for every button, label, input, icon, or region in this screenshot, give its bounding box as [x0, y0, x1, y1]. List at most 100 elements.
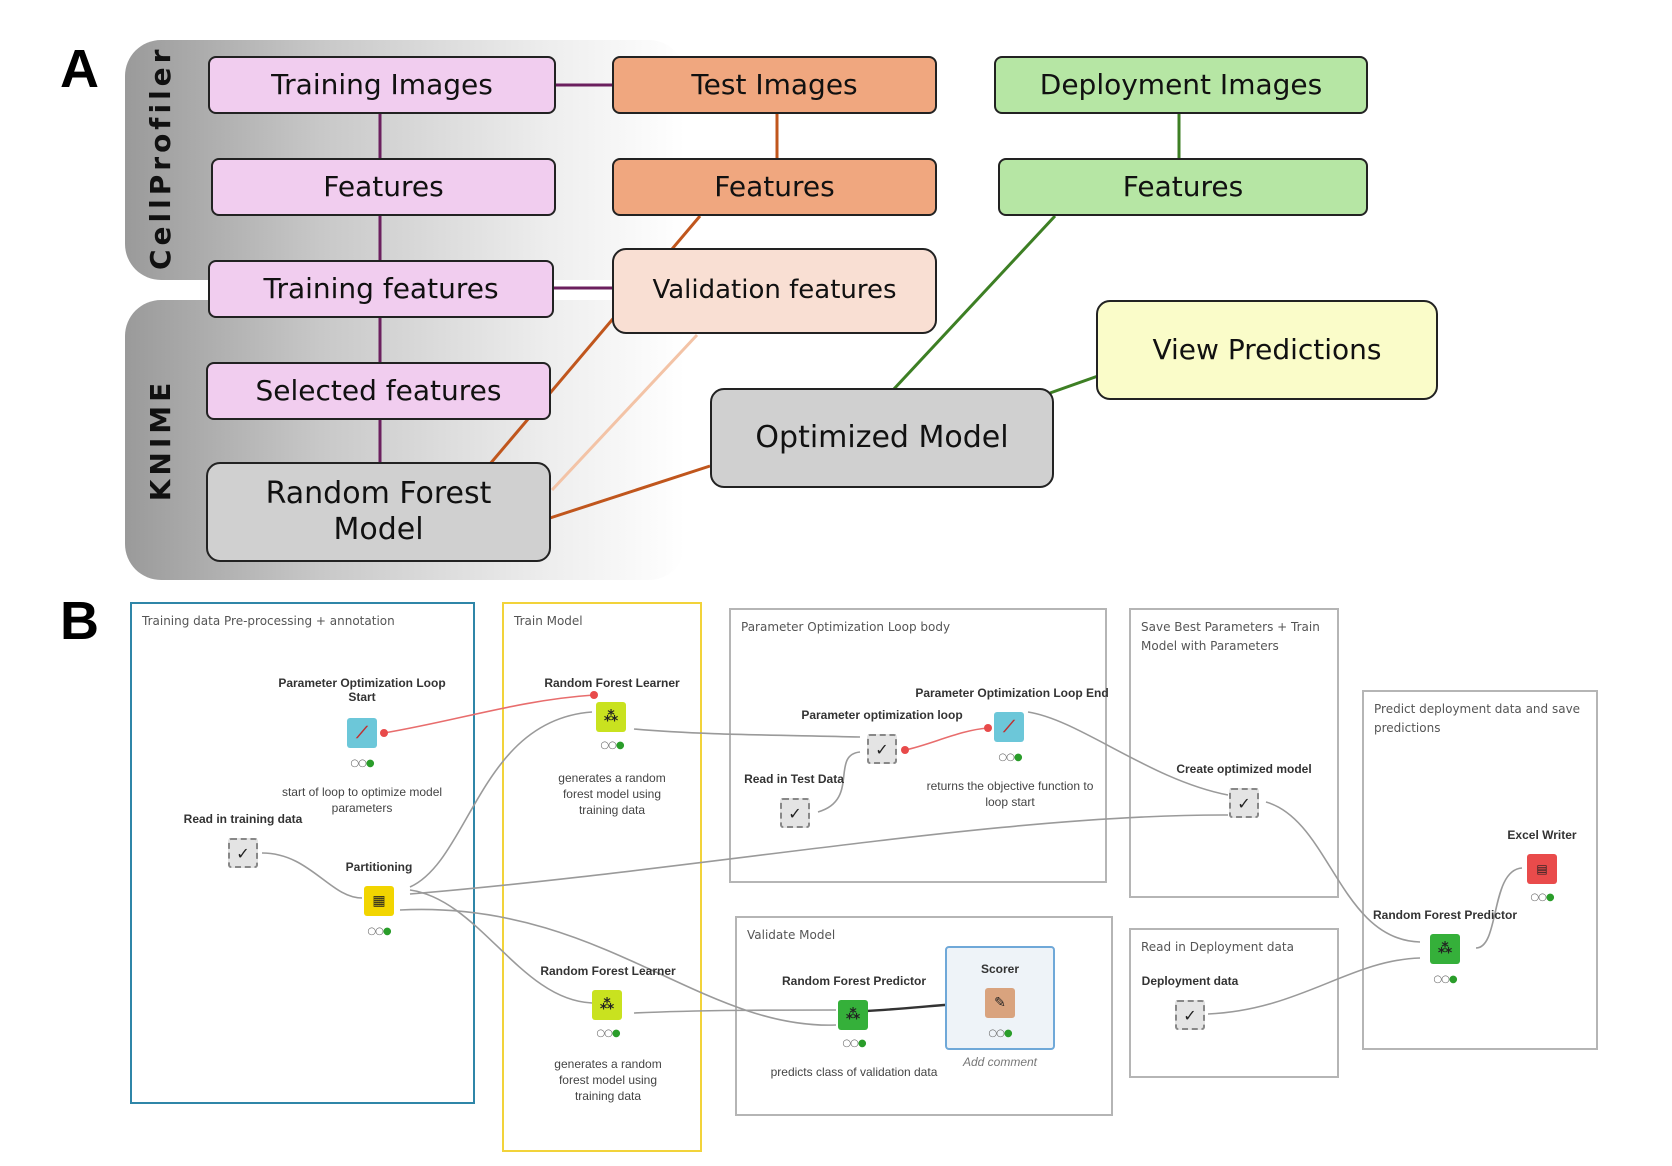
variable-loop-start-to-learner [383, 694, 595, 734]
node-comment-rf-learner-top: generates a random forest model using tr… [558, 771, 666, 818]
deployment-images-box: Deployment Images [994, 56, 1368, 114]
group-validate: Validate Model [735, 916, 1113, 1116]
random-forest-learner-icon: ⁂ [603, 709, 619, 725]
validation-features-box: Validation features [612, 248, 937, 334]
checkmark-icon: ✓ [1183, 1005, 1197, 1025]
node-label-rf-learner-bottom: Random Forest Learner [540, 964, 676, 978]
group-validate-title: Validate Model [747, 928, 836, 942]
node-deployment-data[interactable]: ✓ [1175, 1000, 1205, 1030]
node-status-rf-predictor-validate: ○○● [842, 1038, 866, 1049]
node-label-param-loop-end: Parameter Optimization Loop End [915, 686, 1109, 700]
node-label-rf-predictor-deploy: Random Forest Predictor [1372, 908, 1518, 922]
node-status-rf-predictor-deploy: ○○● [1433, 974, 1457, 985]
panel-a-letter: A [60, 39, 99, 99]
node-label-scorer: Scorer [980, 962, 1020, 976]
node-partitioning[interactable]: ▦ [364, 886, 394, 916]
node-param-loop-end[interactable]: ⟋ [994, 712, 1024, 742]
node-create-optimized[interactable]: ✓ [1229, 788, 1259, 818]
node-label-rf-learner-top: Random Forest Learner [544, 676, 680, 690]
line-optimized-to-view-predictions [1049, 374, 1099, 395]
loop-end-icon: ⟋ [1003, 717, 1015, 736]
node-label-create-optimized: Create optimized model [1176, 762, 1312, 776]
node-comment-param-loop-end: returns the objective function to loop s… [926, 779, 1094, 810]
variable-param-loop-to-loop-end [904, 727, 989, 751]
node-rf-learner-bottom[interactable]: ⁂ [592, 990, 622, 1020]
node-label-deployment-data: Deployment data [1141, 974, 1239, 988]
node-read-test[interactable]: ✓ [780, 798, 810, 828]
node-excel-writer[interactable]: ▤ [1527, 854, 1557, 884]
selected-features-box: Selected features [206, 362, 551, 420]
node-label-param-loop-start: Parameter Optimization Loop Start [278, 676, 446, 704]
variable-port-learner-top [590, 691, 598, 699]
node-status-excel-writer: ○○● [1530, 892, 1554, 903]
variable-port-loop-start [380, 729, 388, 737]
training-branch-lines [378, 83, 614, 464]
node-comment-rf-predictor-validate: predicts class of validation data [770, 1065, 938, 1079]
node-label-partitioning: Partitioning [345, 860, 413, 874]
optimized-model-box: Optimized Model [710, 388, 1054, 488]
group-train: Train Model [502, 602, 702, 1152]
line-model-to-optimized [549, 464, 711, 520]
training-images-box: Training Images [208, 56, 556, 114]
node-label-param-loop: Parameter optimization loop [801, 708, 963, 722]
panel-a-connectors [378, 83, 1181, 520]
flow-partitioning-to-learner-bottom [409, 889, 593, 1004]
deployment-features-box: Features [998, 158, 1368, 216]
node-comment-rf-learner-bottom: generates a random forest model using tr… [554, 1057, 662, 1104]
node-status-rf-learner-bottom: ○○● [596, 1028, 620, 1039]
flow-deployment-to-predictor-deploy [1207, 957, 1421, 1015]
group-save-title: Save Best Parameters + Train Model with … [1141, 620, 1320, 654]
node-comment-param-loop-start: start of loop to optimize model paramete… [281, 785, 443, 816]
training-features-box: Training features [208, 260, 554, 318]
random-forest-predictor-icon: ⁂ [845, 1007, 861, 1023]
node-rf-predictor-validate[interactable]: ⁂ [838, 1000, 868, 1030]
node-label-read-test: Read in Test Data [744, 772, 844, 786]
loop-start-icon: ⟋ [356, 723, 368, 742]
node-rf-predictor-deploy[interactable]: ⁂ [1430, 934, 1460, 964]
flow-partitioning-to-create-optimized [409, 814, 1229, 895]
partition-icon: ▦ [372, 893, 386, 909]
group-optimization-title: Parameter Optimization Loop body [741, 620, 951, 634]
random-forest-model-box: Random Forest Model [206, 462, 551, 562]
group-predict: Predict deployment data and save predict… [1362, 690, 1598, 1050]
node-read-training[interactable]: ✓ [228, 838, 258, 868]
group-predict-title: Predict deployment data and save predict… [1374, 702, 1581, 736]
excel-writer-icon: ▤ [1536, 862, 1548, 876]
checkmark-icon: ✓ [875, 739, 889, 759]
flow-read-training-to-partitioning [261, 852, 363, 899]
node-label-read-training: Read in training data [183, 812, 303, 826]
view-predictions-box: View Predictions [1096, 300, 1438, 400]
panel-b-letter: B [60, 591, 99, 651]
flow-learner-top-to-param-loop [633, 728, 861, 738]
node-status-rf-learner-top: ○○● [600, 740, 624, 751]
node-rf-learner-top[interactable]: ⁂ [596, 702, 626, 732]
flow-predictor-to-excel-writer [1475, 867, 1523, 949]
deployment-branch-lines [891, 112, 1181, 395]
group-save: Save Best Parameters + Train Model with … [1129, 608, 1339, 898]
test-features-box: Features [612, 158, 937, 216]
random-forest-predictor-icon: ⁂ [1437, 941, 1453, 957]
flow-partitioning-to-learner-top [409, 711, 593, 888]
variable-port-param-loop [901, 746, 909, 754]
group-preprocessing-title: Training data Pre-processing + annotatio… [142, 614, 395, 628]
node-status-param-loop-end: ○○● [998, 752, 1022, 763]
group-optimization: Parameter Optimization Loop body [729, 608, 1107, 883]
flow-learner-bottom-to-predictor-validate [633, 1009, 837, 1014]
node-label-excel-writer: Excel Writer [1507, 828, 1577, 842]
node-scorer[interactable]: ✎ [985, 988, 1015, 1018]
group-preprocessing: Training data Pre-processing + annotatio… [130, 602, 475, 1104]
group-train-title: Train Model [514, 614, 583, 628]
node-param-loop-start[interactable]: ⟋ [347, 718, 377, 748]
flow-loop-end-to-create-optimized [1027, 711, 1229, 796]
node-status-scorer: ○○● [988, 1028, 1012, 1039]
training-image-features-box: Features [211, 158, 556, 216]
node-param-loop[interactable]: ✓ [867, 734, 897, 764]
node-comment-scorer[interactable]: Add comment [962, 1055, 1038, 1069]
flow-partitioning-to-predictor-validate [399, 908, 837, 1026]
random-forest-learner-icon: ⁂ [599, 997, 615, 1013]
node-status-param-loop-start: ○○● [350, 758, 374, 769]
group-deployment-title: Read in Deployment data [1141, 940, 1294, 954]
checkmark-icon: ✓ [788, 803, 802, 823]
line-validation-to-model [550, 333, 699, 492]
